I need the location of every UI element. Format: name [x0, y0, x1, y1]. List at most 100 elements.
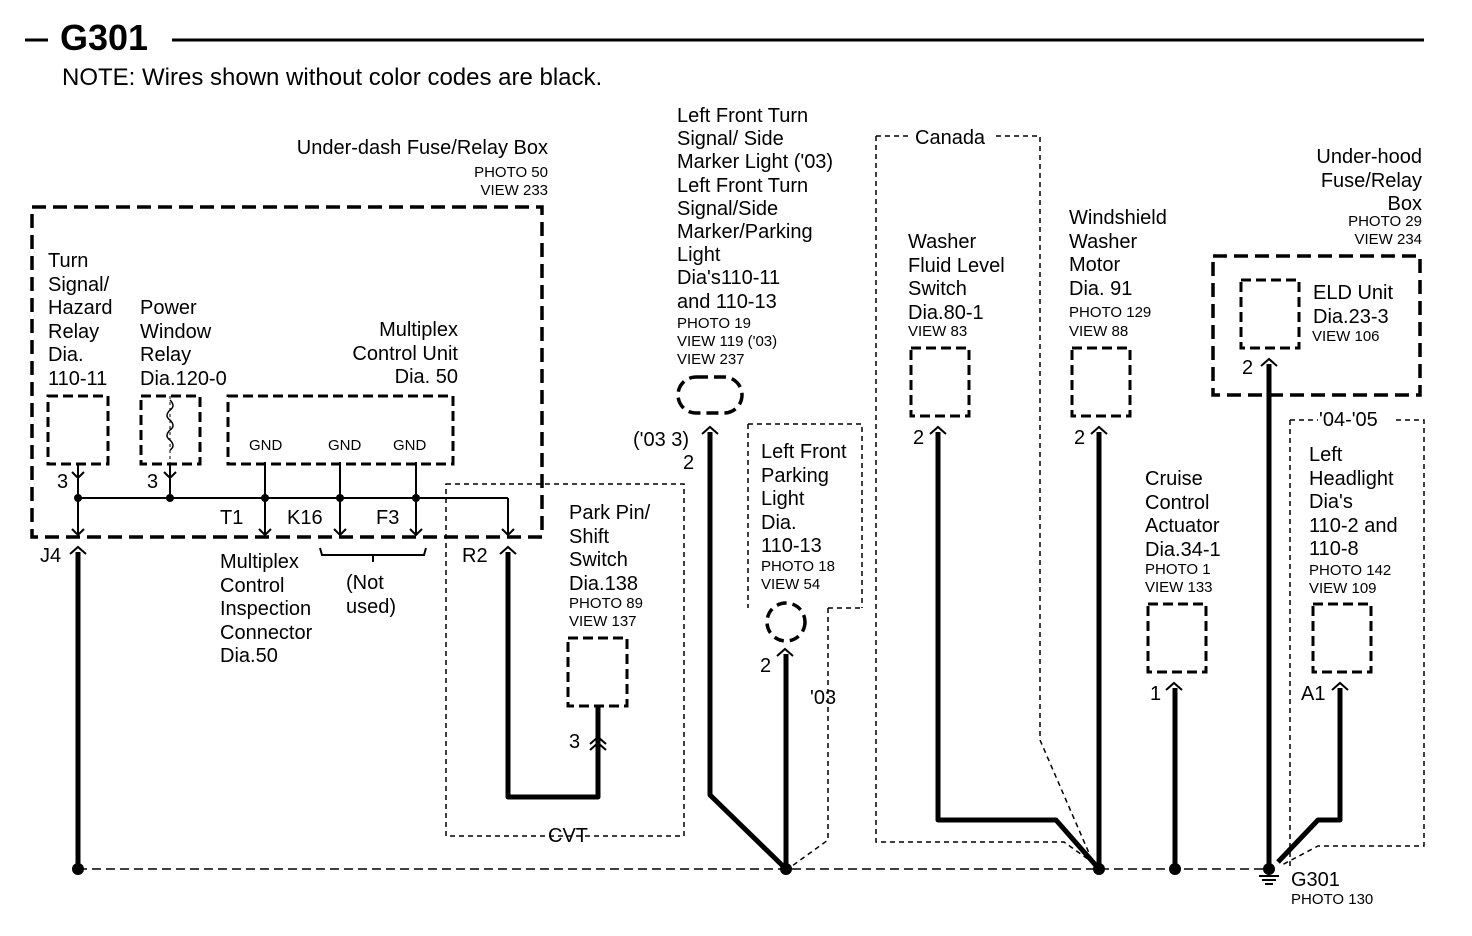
- connector-j4: [69, 545, 87, 555]
- headlight-box: [1311, 602, 1373, 674]
- eld-unit-box: [1239, 278, 1301, 350]
- headlight-photo: PHOTO 142: [1309, 562, 1392, 579]
- wire-washer-switch: [935, 432, 1101, 871]
- relay-coil-icon: [166, 399, 174, 451]
- connector-j4-top: [71, 528, 85, 537]
- connector-symbols: [69, 357, 1349, 751]
- washer-motor-photo: PHOTO 129: [1069, 304, 1152, 321]
- underhood-box-outline: [1211, 254, 1422, 397]
- wire-r2-park: [505, 552, 601, 800]
- r2-pin-label: R2: [462, 545, 488, 567]
- turn-light-icon: [676, 375, 744, 415]
- parking-light-view: VIEW 54: [761, 576, 821, 593]
- washer-motor-pin: 2: [1074, 427, 1086, 449]
- fuse-box-photo: PHOTO 50: [474, 164, 548, 181]
- parking-light-year: '03: [810, 687, 837, 709]
- t1-pin-label: T1: [220, 507, 244, 529]
- ground-label: G301: [1291, 869, 1340, 891]
- fuse-box-label: Under-dash Fuse/Relay Box: [296, 137, 548, 159]
- headlight-region: [1279, 419, 1425, 867]
- connector-f3: [409, 528, 423, 537]
- connector-eld: [1260, 357, 1278, 367]
- park-switch-photo: PHOTO 89: [569, 595, 643, 612]
- k16-pin-label: K16: [287, 507, 323, 529]
- wire-turn-light: [707, 432, 788, 871]
- connector-headlight: [1331, 681, 1349, 691]
- canada-label: Canada: [915, 127, 986, 149]
- j4-pin-label: J4: [40, 545, 62, 567]
- gnd-label-3: GND: [393, 437, 427, 454]
- canada-region-top: [876, 135, 1093, 861]
- cvt-label: CVT: [548, 825, 588, 847]
- connector-k16: [333, 528, 347, 537]
- washer-motor-box: [1070, 346, 1132, 418]
- headlight-view: VIEW 109: [1309, 580, 1377, 597]
- headlight-pin: A1: [1301, 683, 1326, 705]
- park-switch-box: [566, 636, 629, 708]
- cruise-actuator-photo: PHOTO 1: [1145, 561, 1211, 578]
- not-used-brace: [319, 547, 427, 562]
- turn-light-pin-note: ('03 3): [633, 429, 690, 451]
- connector-r2: [499, 545, 517, 555]
- washer-switch-box: [909, 346, 971, 418]
- fuse-box-outline: [30, 205, 544, 539]
- fuse-box-view: VIEW 233: [480, 182, 548, 199]
- headlight-year: '04-'05: [1319, 409, 1378, 431]
- parking-light-photo: PHOTO 18: [761, 558, 835, 575]
- turn-light-pin: 2: [683, 452, 695, 474]
- eld-unit-pin: 2: [1242, 357, 1254, 379]
- canada-region-bottom: [875, 136, 1093, 863]
- cruise-actuator-pin: 1: [1150, 683, 1162, 705]
- park-pin-label: 3: [569, 731, 581, 753]
- turn-light-photo: PHOTO 19: [677, 315, 751, 332]
- turn-light-view: VIEW 237: [677, 351, 745, 368]
- connector-turn: [71, 464, 85, 480]
- connector-parking: [776, 647, 794, 657]
- parking-light-icon: [765, 601, 807, 643]
- turn-light-view-03: VIEW 119 ('03): [677, 333, 778, 350]
- note-text: NOTE: Wires shown without color codes ar…: [62, 64, 603, 91]
- power-pin-label: 3: [147, 471, 159, 493]
- gnd-label-2: GND: [328, 437, 362, 454]
- connector-turn-light: [701, 425, 719, 435]
- parking-light-pin: 2: [760, 655, 772, 677]
- washer-switch-pin: 2: [913, 427, 925, 449]
- park-switch-view: VIEW 137: [569, 613, 637, 630]
- connector-power: [163, 471, 177, 480]
- parking-region-route: [791, 608, 829, 867]
- connector-r2-top: [501, 528, 515, 537]
- wire-headlight: [1276, 688, 1343, 864]
- splice-points: [72, 494, 1275, 875]
- washer-switch-view: VIEW 83: [908, 323, 968, 340]
- f3-pin-label: F3: [376, 507, 400, 529]
- turn-relay-box: [46, 394, 110, 466]
- underhood-view: VIEW 234: [1354, 231, 1422, 248]
- connector-cruise: [1165, 681, 1183, 691]
- cvt-region: [445, 483, 685, 837]
- ground-icon: [1259, 869, 1279, 885]
- connector-washer-switch: [929, 425, 947, 435]
- page-title: G301: [60, 17, 149, 58]
- ground-photo: PHOTO 130: [1291, 891, 1374, 908]
- connector-t1: [258, 528, 272, 537]
- underhood-photo: PHOTO 29: [1348, 213, 1422, 230]
- connector-washer-motor: [1090, 425, 1108, 435]
- gnd-label-1: GND: [249, 437, 283, 454]
- cruise-actuator-view: VIEW 133: [1145, 579, 1213, 596]
- cruise-actuator-box: [1146, 602, 1208, 674]
